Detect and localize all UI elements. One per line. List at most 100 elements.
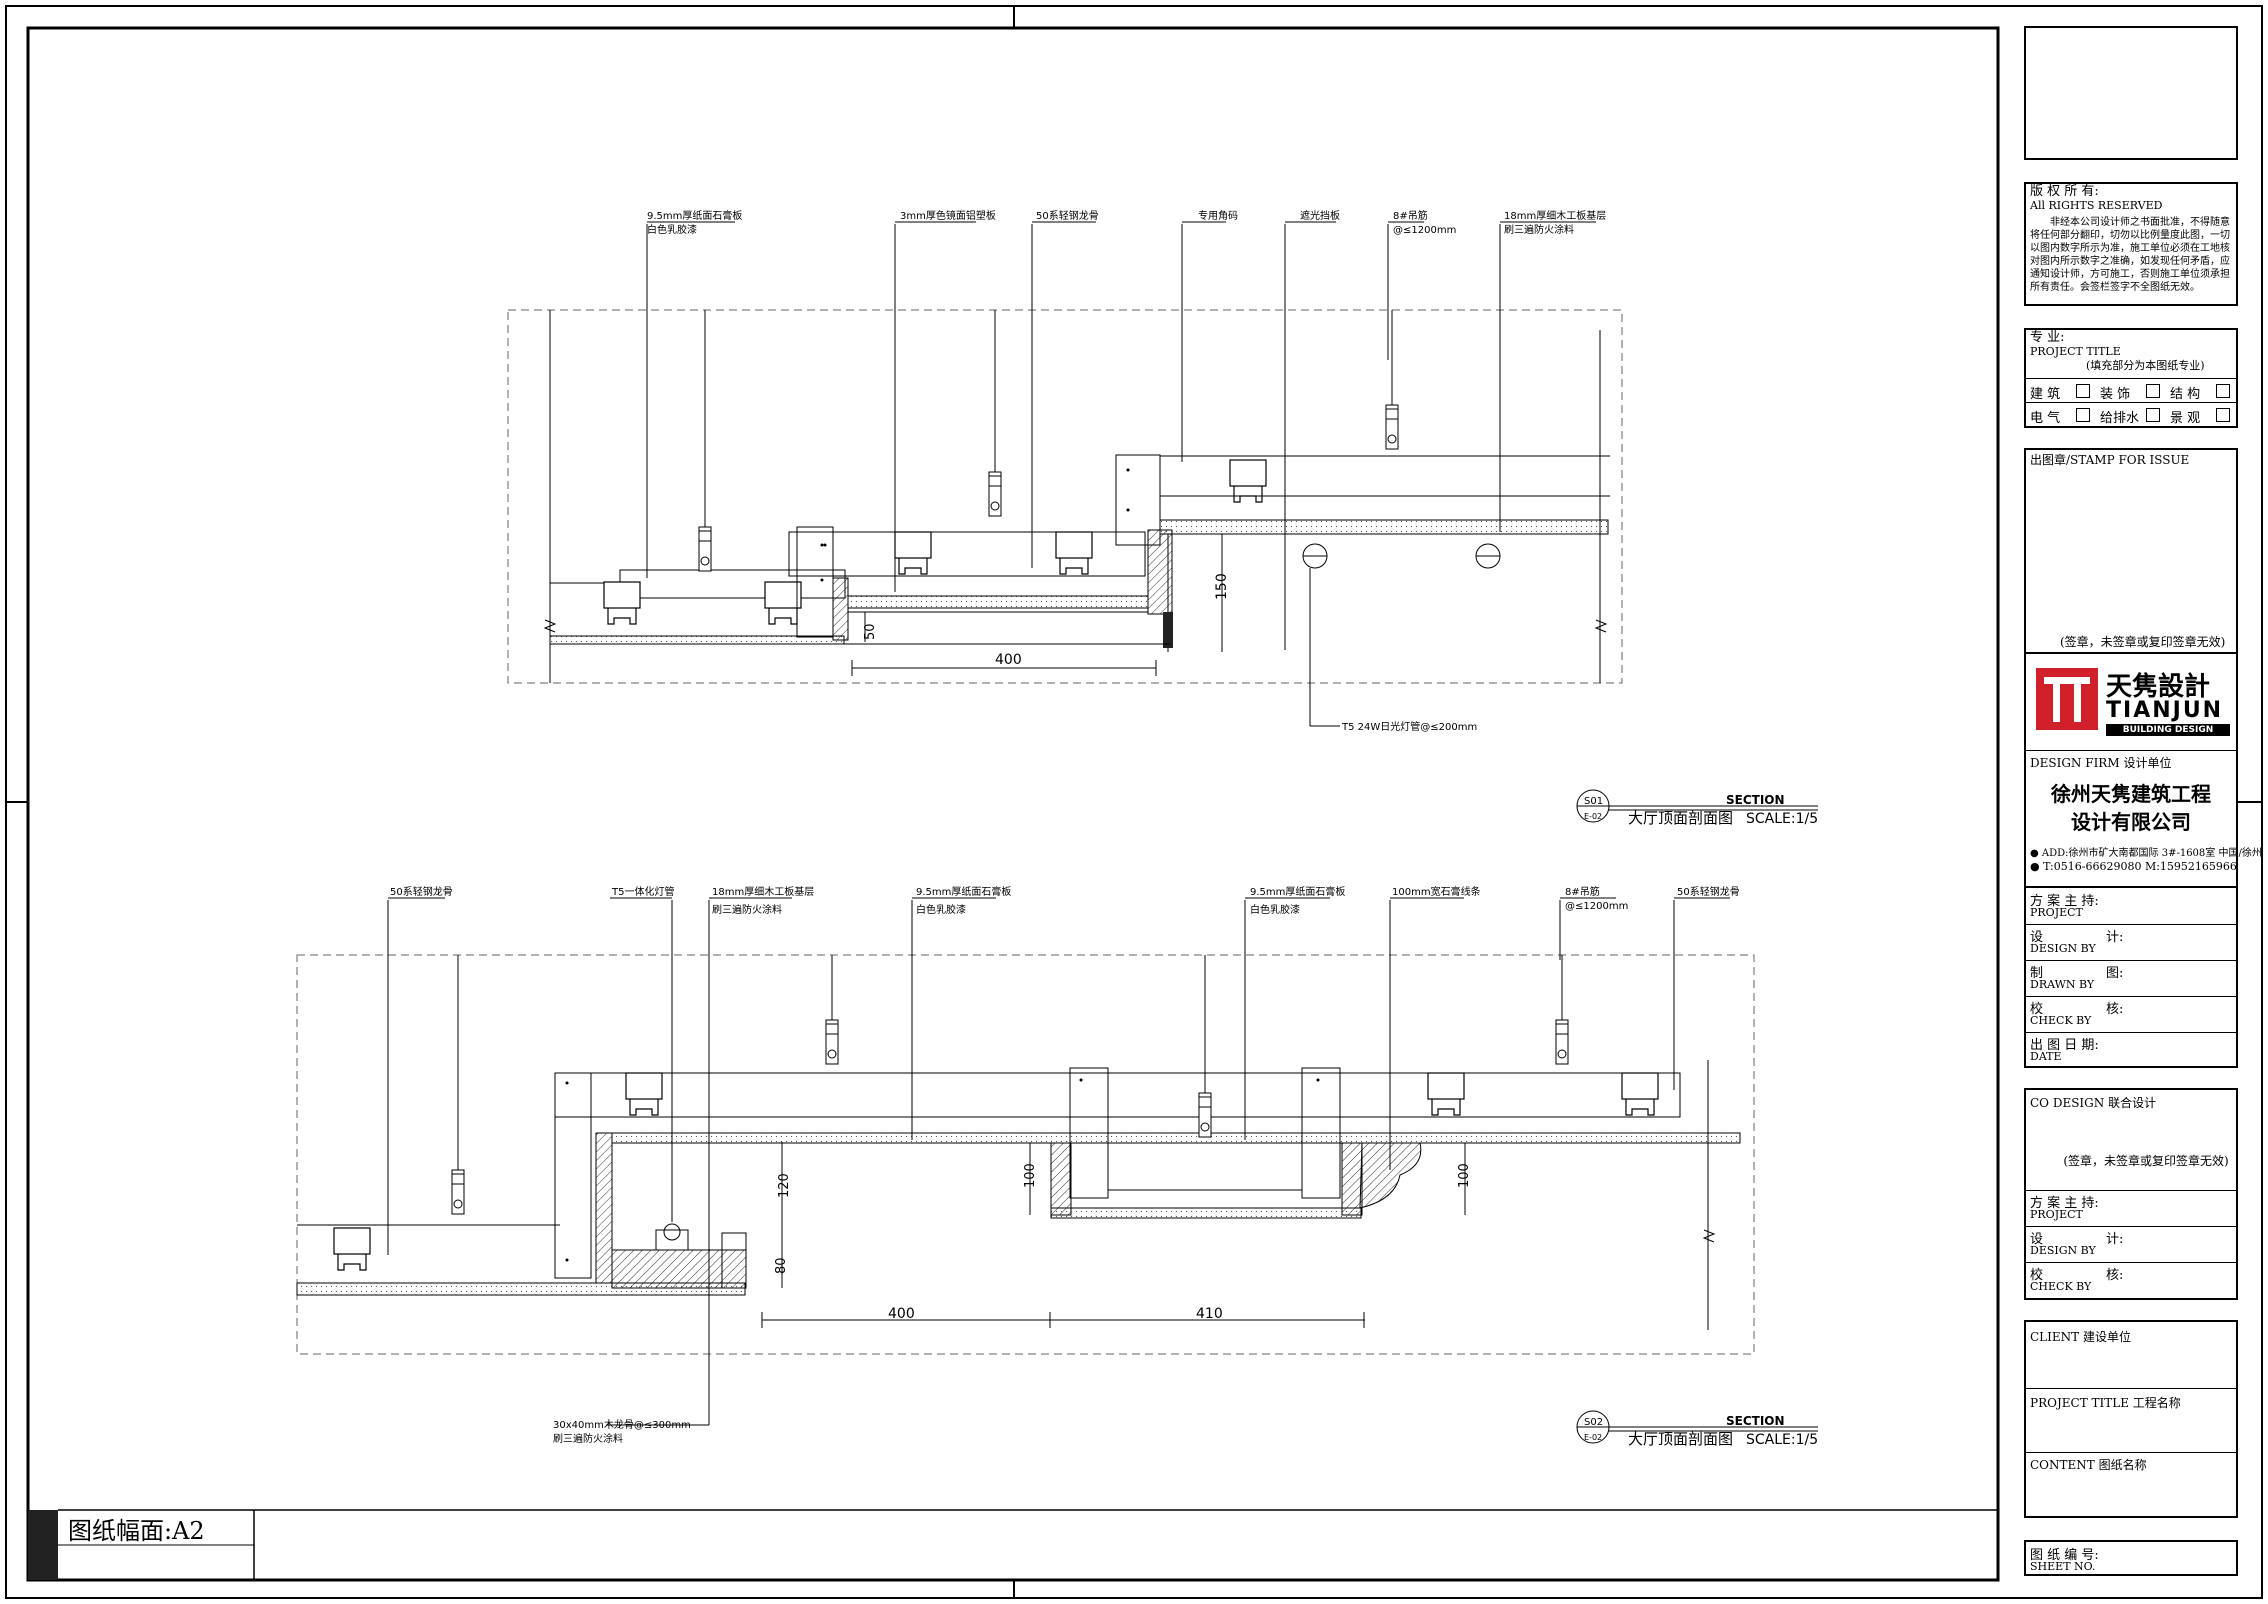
role-drawn-en: DRAWN BY (2030, 978, 2095, 991)
copyright-box: 版 权 所 有: All RIGHTS RESERVED 非经本公司设计师之书面… (2024, 182, 2238, 306)
role-check-cn: 校 (2030, 1002, 2044, 1017)
stamp-note: (签章，未签章或复印签章无效) (2060, 635, 2226, 649)
discipline-note: (填充部分为本图纸专业) (2086, 359, 2205, 372)
s2-tag-number: S02 (1584, 1417, 1603, 1428)
codesign-box: CO DESIGN 联合设计 (签章，未签章或复印签章无效) 方 案 主 持: … (2024, 1088, 2238, 1300)
s1-callout-baffle: 遮光挡板 (1300, 209, 1340, 222)
s1-callout-mirror-panel: 3mm厚色镜面铝塑板 (900, 209, 996, 222)
codesign-project-en: PROJECT (2030, 1208, 2083, 1221)
s2-title-cn: 大厅顶面剖面图 (1628, 1430, 1733, 1448)
client-box: CLIENT 建设单位 PROJECT TITLE 工程名称 CONTENT 图… (2024, 1320, 2238, 1518)
s1-tag-number: S01 (1584, 796, 1603, 807)
check-decoration[interactable] (2146, 384, 2160, 398)
s2-tag-sheet: E-02 (1584, 1433, 1602, 1442)
s2-wood-note: 30x40mm木龙骨@≤300mm (553, 1418, 691, 1431)
s1-callout-hanger-spacing: @≤1200mm (1393, 225, 1456, 236)
codesign-design-en: DESIGN BY (2030, 1244, 2096, 1257)
logo-cn: 天隽設計 (2106, 672, 2211, 702)
check-electrical[interactable] (2076, 408, 2090, 422)
codesign-check-right: 核: (2106, 1268, 2124, 1283)
stamp-label: 出图章/STAMP FOR ISSUE (2030, 453, 2190, 467)
check-structure[interactable] (2216, 384, 2230, 398)
sheet-size-label: 图纸幅面:A2 (68, 1517, 205, 1545)
s1-title-en: SECTION (1726, 793, 1785, 807)
sheet-no-cn: 图 纸 编 号: (2030, 1548, 2099, 1563)
s1-callout-hanger: 8#吊筋 (1393, 209, 1428, 222)
s2-callout-gypsum-1: 9.5mm厚纸面石膏板 (916, 885, 1011, 898)
firm-tel: ● T:0516-66629080 M:15952165966 (2030, 860, 2237, 873)
content-label: CONTENT 图纸名称 (2030, 1458, 2147, 1472)
codesign-check-en: CHECK BY (2030, 1280, 2092, 1293)
codesign-project-cn: 方 案 主 持: (2030, 1196, 2099, 1211)
discipline-plumbing: 给排水 (2100, 411, 2140, 426)
s2-dim-100-left: 100 (1023, 1163, 1038, 1188)
s1-callout-fireproof: 刷三遍防火涂料 (1504, 223, 1574, 236)
role-date-en: DATE (2030, 1050, 2062, 1063)
s2-dim-120: 120 (777, 1173, 792, 1198)
stamp-box: 出图章/STAMP FOR ISSUE (签章，未签章或复印签章无效) (2024, 448, 2238, 654)
s2-callout-hanger: 8#吊筋 (1565, 885, 1600, 898)
firm-logo (2036, 668, 2098, 730)
s1-dim-400: 400 (995, 652, 1022, 668)
discipline-box: 专 业: PROJECT TITLE (填充部分为本图纸专业) 建 筑 装 饰 … (2024, 328, 2238, 428)
check-architecture[interactable] (2076, 384, 2090, 398)
check-landscape[interactable] (2216, 408, 2230, 422)
role-check-right: 核: (2106, 1002, 2124, 1017)
s2-callout-hanger-spacing: @≤1200mm (1565, 901, 1628, 912)
discipline-electrical: 电 气 (2030, 411, 2061, 426)
s2-callout-latex-2: 白色乳胶漆 (1250, 903, 1300, 916)
s2-wood-fireproof: 刷三遍防火涂料 (553, 1432, 623, 1445)
check-plumbing[interactable] (2146, 408, 2160, 422)
s2-dim-410: 410 (1196, 1306, 1223, 1322)
discipline-decoration: 装 饰 (2100, 387, 2131, 402)
discipline-landscape: 景 观 (2170, 411, 2201, 426)
s1-lamp-note: T5 24W日光灯管@≤200mm (1341, 720, 1477, 733)
roles-box: 方 案 主 持: PROJECT 设 DESIGN BY 计: 制 DRAWN … (2024, 886, 2238, 1068)
role-date-cn: 出 图 日 期: (2030, 1038, 2099, 1053)
firm-address: ● ADD:徐州市矿大南都国际 3#-1608室 中国/徐州 (2030, 848, 2262, 859)
s2-callout-molding: 100mm宽石膏线条 (1392, 885, 1481, 898)
s1-dim-150: 150 (1214, 573, 1230, 600)
client-label: CLIENT 建设单位 (2030, 1330, 2131, 1344)
discipline-en: PROJECT TITLE (2030, 345, 2121, 358)
s1-tag-sheet: E-02 (1584, 812, 1602, 821)
copyright-body: 非经本公司设计师之书面批准，不得随意将任何部分翻印，切勿以比例量度此图，一切以图… (2030, 217, 2230, 293)
role-design-en: DESIGN BY (2030, 942, 2096, 955)
role-check-en: CHECK BY (2030, 1014, 2092, 1027)
s2-dim-100-right: 100 (1457, 1163, 1472, 1188)
s2-callout-latex-1: 白色乳胶漆 (916, 903, 966, 916)
role-design-cn: 设 (2030, 930, 2044, 945)
s1-scale: SCALE:1/5 (1746, 811, 1818, 827)
s2-dim-400: 400 (888, 1306, 915, 1322)
firm-name-2: 设计有限公司 (2071, 810, 2191, 834)
codesign-design-cn: 设 (2030, 1232, 2044, 1247)
s2-callout-gypsum-2: 9.5mm厚纸面石膏板 (1250, 885, 1345, 898)
s2-title-en: SECTION (1726, 1414, 1785, 1428)
codesign-note: (签章，未签章或复印签章无效) (2063, 1154, 2229, 1168)
project-label: PROJECT TITLE 工程名称 (2030, 1396, 2181, 1410)
s1-callout-latex: 白色乳胶漆 (647, 223, 697, 236)
copyright-cn: 版 权 所 有: (2030, 184, 2099, 199)
title-block-blank (2024, 26, 2238, 160)
section-tag-2 (1576, 1410, 1818, 1444)
s1-callout-gypsum: 9.5mm厚纸面石膏板 (647, 209, 742, 222)
s1-callout-plywood: 18mm厚细木工板基层 (1504, 209, 1606, 222)
s1-dim-50: 50 (863, 623, 878, 640)
design-firm-box: 天隽設計 TIANJUN BUILDING DESIGN DESIGN FIRM… (2024, 654, 2262, 890)
s2-callout-t5: T5一体化灯管 (611, 885, 674, 898)
section-2 (296, 897, 1755, 1426)
logo-sub: BUILDING DESIGN (2106, 724, 2230, 736)
s1-callout-angle: 专用角码 (1198, 209, 1238, 222)
codesign-design-right: 计: (2106, 1232, 2124, 1247)
s2-dim-80: 80 (774, 1257, 789, 1274)
discipline-cn: 专 业: (2030, 330, 2065, 345)
s2-callout-fireproof: 刷三遍防火涂料 (712, 903, 782, 916)
role-drawn-cn: 制 (2030, 966, 2044, 981)
copyright-en: All RIGHTS RESERVED (2030, 199, 2163, 212)
s1-title-cn: 大厅顶面剖面图 (1628, 809, 1733, 827)
s2-scale: SCALE:1/5 (1746, 1432, 1818, 1448)
s2-callout-keel-left: 50系轻钢龙骨 (390, 885, 453, 898)
s2-callout-plywood: 18mm厚细木工板基层 (712, 885, 814, 898)
sheet-no-box: 图 纸 编 号: SHEET NO. (2024, 1540, 2238, 1576)
